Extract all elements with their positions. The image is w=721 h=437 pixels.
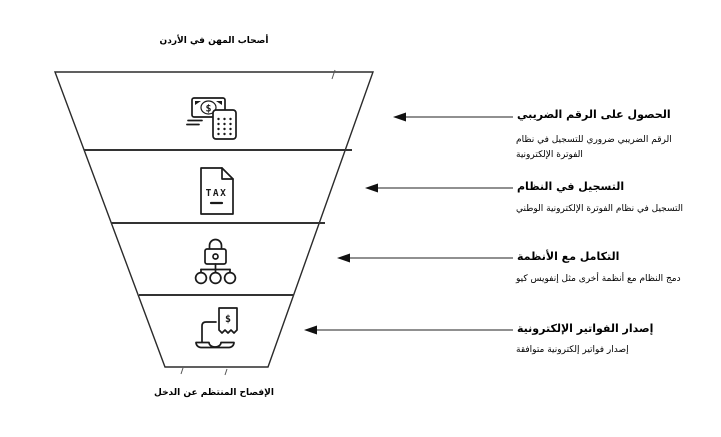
step-title-3: التكامل مع الأنظمة	[517, 250, 620, 263]
banknote-dollar-glyph: $	[205, 104, 211, 115]
tax-doc-label: TAX	[206, 188, 228, 199]
tick-bottom-left	[180, 367, 184, 375]
laptop-invoice-icon: $	[195, 307, 238, 349]
step-description-4: إصدار فواتير إلكترونية متوافقة	[516, 345, 629, 355]
invoice-dollar-glyph: $	[225, 314, 231, 325]
banknote-calculator-icon: $	[186, 97, 237, 140]
calculator-keys	[217, 117, 232, 136]
step-description-2: التسجيل في نظام الفوترة الإلكترونية الوط…	[516, 204, 683, 214]
funnel-top-label: أصحاب المهن في الأردن	[159, 36, 269, 46]
funnel-outline	[53, 71, 374, 368]
step-description-1: الرقم الضريبي ضروري للتسجيل في نظام الفو…	[516, 135, 672, 160]
funnel-bottom-label: الإفصاح المنتظم عن الدخل	[154, 388, 274, 398]
tax-document-icon: TAX	[200, 167, 234, 215]
step-title-2: التسجيل في النظام	[517, 180, 625, 193]
step-description-3: دمج النظام مع أنظمة أخرى مثل إنفويس كيو	[516, 274, 681, 284]
step-title-4: إصدار الفواتير الإلكترونية	[517, 322, 654, 335]
arrow-step-4	[304, 325, 513, 335]
tick-bottom-right	[224, 368, 228, 376]
step-title-1: الحصول على الرقم الضريبي	[517, 108, 671, 121]
arrow-step-3	[337, 253, 513, 263]
tick-top	[331, 69, 336, 80]
lock-network-icon	[194, 238, 237, 285]
arrow-step-2	[365, 183, 513, 193]
arrow-step-1	[393, 112, 513, 122]
